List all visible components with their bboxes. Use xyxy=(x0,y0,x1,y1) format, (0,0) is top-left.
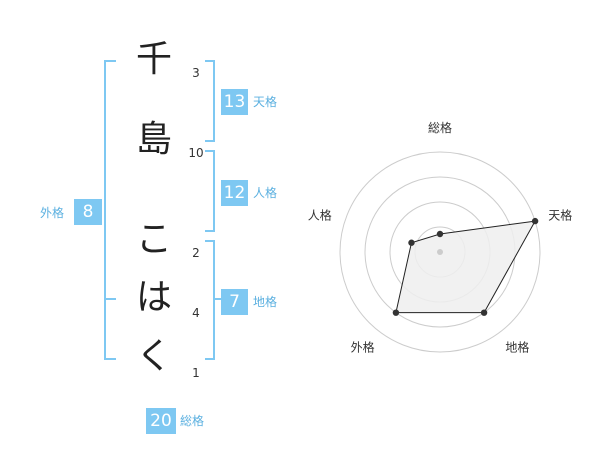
radar-axis-label-1: 総格 xyxy=(428,120,452,135)
tenkaku-value: 13 xyxy=(221,89,248,115)
chikaku-value: 7 xyxy=(221,289,248,315)
jinkaku-bracket xyxy=(205,150,215,232)
radar-axis-label-4: 外格 xyxy=(351,339,375,354)
radar-point-3 xyxy=(480,309,488,316)
chikaku-bracket xyxy=(205,240,215,360)
stroke-count-4: 4 xyxy=(192,306,200,320)
stroke-count-3: 2 xyxy=(192,246,200,260)
jinkaku-value: 12 xyxy=(221,180,248,206)
radar-data-area xyxy=(395,220,537,314)
radar-point-5 xyxy=(408,239,415,246)
name-char-5: く xyxy=(135,336,172,377)
chikaku-bracket-tick xyxy=(213,298,221,300)
chikaku-label: 地格 xyxy=(253,295,278,309)
gaikaku-label: 外格 xyxy=(40,206,65,220)
radar-center-point xyxy=(437,249,443,255)
tenkaku-bracket xyxy=(205,60,215,142)
name-char-4: は xyxy=(135,277,172,318)
radar-axis-label-2: 天格 xyxy=(548,208,572,223)
tenkaku-label: 天格 xyxy=(253,95,278,109)
gaikaku-bracket xyxy=(104,60,116,360)
radar-grid-ring-4 xyxy=(339,151,541,353)
stroke-count-1: 3 xyxy=(192,66,200,80)
radar-point-2 xyxy=(531,217,539,225)
soukaku-value: 20 xyxy=(146,408,176,434)
radar-axis-label-3: 地格 xyxy=(505,339,529,354)
stroke-count-5: 1 xyxy=(192,366,200,380)
radar-point-4 xyxy=(392,309,400,316)
gaikaku-value: 8 xyxy=(74,199,102,225)
name-char-3: こ xyxy=(135,219,172,260)
jinkaku-label: 人格 xyxy=(253,186,278,200)
stroke-count-2: 10 xyxy=(188,146,204,160)
gaikaku-bracket-divider xyxy=(104,298,116,300)
soukaku-label: 総格 xyxy=(180,414,205,428)
name-char-1: 千 xyxy=(135,39,172,80)
radar-point-1 xyxy=(436,230,444,238)
radar-axis-label-5: 人格 xyxy=(308,208,332,223)
name-char-2: 島 xyxy=(135,119,172,160)
